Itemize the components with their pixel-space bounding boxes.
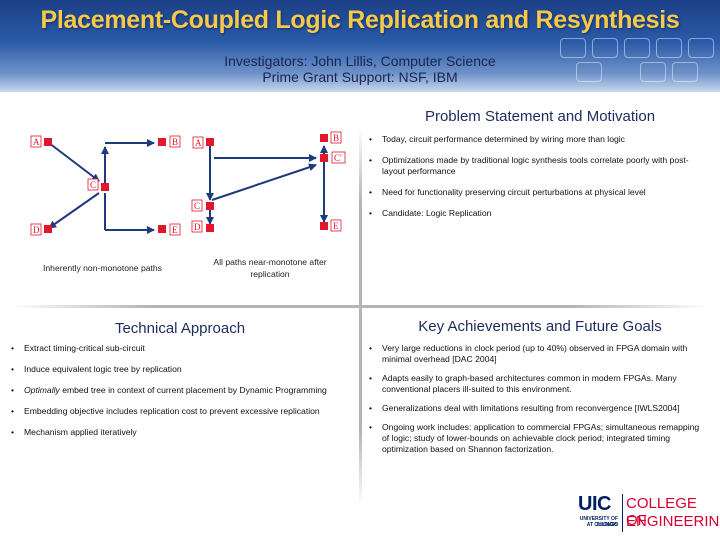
list-item: Mechanism applied iteratively [8, 427, 348, 438]
univ-line-1: UNIVERSITY OF ILLINOIS [579, 516, 618, 528]
approach-section-title: Technical Approach [114, 320, 246, 337]
logo-divider [622, 494, 623, 532]
label-c-r: C [194, 201, 200, 211]
list-item: Optimally embed tree in context of curre… [8, 385, 348, 396]
label-d: D [33, 225, 40, 235]
edge-a-c [48, 142, 100, 182]
uic-wordmark: UIC [578, 493, 611, 515]
horizontal-divider [10, 305, 710, 308]
engineering-text: ENGINEERING [626, 513, 720, 530]
list-item: Candidate: Logic Replication [366, 208, 706, 219]
node-d-r [206, 224, 214, 232]
node-e [158, 225, 166, 233]
replication-diagram: A B C D E A B C' C D E [30, 131, 346, 236]
node-b-r [320, 134, 328, 142]
node-c-r [206, 202, 214, 210]
approach-list: Extract timing-critical sub-circuit Indu… [8, 343, 348, 448]
label-c: C [90, 180, 96, 190]
decor-square [560, 38, 586, 58]
caption-left: Inherently non-monotone paths [43, 263, 162, 273]
list-item: Induce equivalent logic tree by replicat… [8, 364, 348, 375]
uic-engineering-logo: UIC UNIVERSITY OF ILLINOIS AT CHICAGO CO… [558, 493, 720, 533]
grant-line: Prime Grant Support: NSF, IBM [262, 69, 458, 85]
univ-line-2: AT CHICAGO [586, 522, 618, 528]
list-item: Very large reductions in clock period (u… [366, 343, 706, 365]
decor-square [688, 38, 714, 58]
list-item: Optimizations made by traditional logic … [366, 155, 706, 177]
label-b-r: B [333, 133, 339, 143]
edge-c-d [48, 192, 100, 229]
achievements-section-title: Key Achievements and Future Goals [418, 318, 662, 335]
decor-square [576, 62, 602, 82]
page-title: Placement-Coupled Logic Replication and … [40, 6, 680, 34]
achievements-list: Very large reductions in clock period (u… [366, 343, 706, 463]
decor-square [640, 62, 666, 82]
label-e: E [172, 225, 178, 235]
edge-c-b-r [211, 163, 317, 201]
problem-list: Today, circuit performance determined by… [366, 134, 706, 229]
list-item: Today, circuit performance determined by… [366, 134, 706, 145]
investigators-line: Investigators: John Lillis, Computer Sci… [224, 53, 496, 69]
decor-square [592, 38, 618, 58]
header-banner: Placement-Coupled Logic Replication and … [0, 0, 720, 92]
node-a [44, 138, 52, 146]
label-e-r: E [333, 221, 339, 231]
label-a: A [33, 137, 40, 147]
decor-square [624, 38, 650, 58]
node-a-r [206, 138, 214, 146]
node-d [44, 225, 52, 233]
college-of-text: COLLEGE OF [626, 495, 697, 529]
caption-right: All paths near-monotone after replicatio… [213, 257, 327, 279]
list-item: Need for functionality preserving circui… [366, 187, 706, 198]
vertical-divider [359, 128, 362, 506]
list-item: Embedding objective includes replication… [8, 406, 348, 417]
label-a-r: A [195, 138, 202, 148]
list-item: Generalizations deal with limitations re… [366, 403, 706, 414]
label-cprime-r: C' [334, 153, 342, 163]
decor-square [672, 62, 698, 82]
label-b: B [172, 137, 178, 147]
node-b [158, 138, 166, 146]
list-item: Ongoing work includes: application to co… [366, 422, 706, 455]
list-item: Extract timing-critical sub-circuit [8, 343, 348, 354]
node-cprime-r [320, 154, 328, 162]
problem-section-title: Problem Statement and Motivation [424, 108, 656, 125]
label-d-r: D [194, 222, 201, 232]
decor-square [656, 38, 682, 58]
node-c [101, 183, 109, 191]
node-e-r [320, 222, 328, 230]
list-item: Adapts easily to graph-based architectur… [366, 373, 706, 395]
